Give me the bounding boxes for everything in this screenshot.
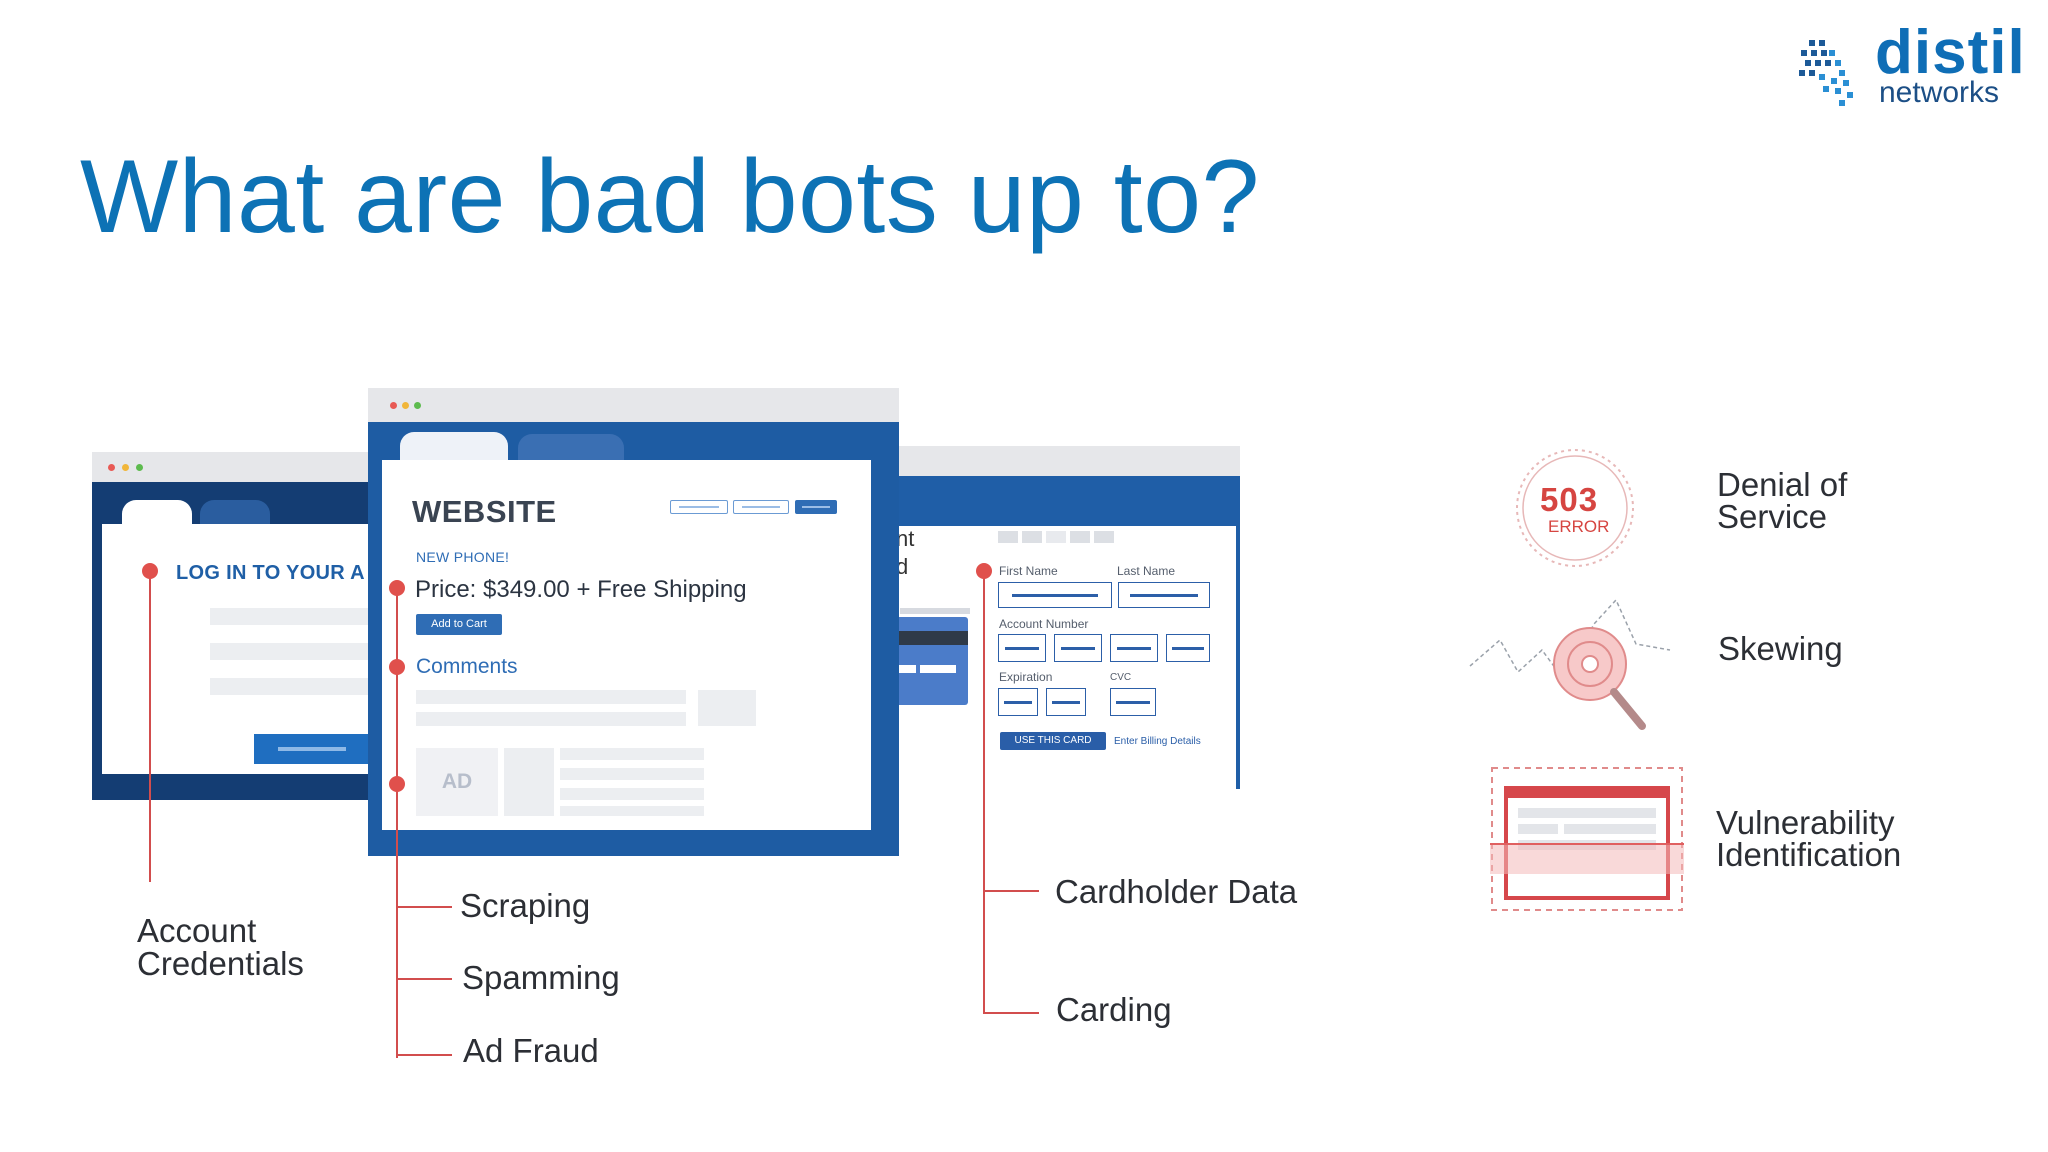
- website-brand: WEBSITE: [412, 494, 557, 529]
- first-name-field: [998, 582, 1112, 608]
- minimize-dot-icon: [402, 402, 409, 409]
- account-number-label: Account Number: [999, 617, 1089, 631]
- minimize-dot-icon: [122, 464, 129, 471]
- error-text: ERROR: [1548, 517, 1610, 536]
- ad-placeholder: AD: [416, 748, 498, 816]
- close-dot-icon: [390, 402, 397, 409]
- inactive-tab: [518, 434, 624, 460]
- ad-text-bar: [560, 748, 704, 760]
- label-service: Service: [1717, 498, 1828, 535]
- payment-window-illustration: [866, 446, 1240, 808]
- hotspot-dot: [142, 563, 158, 579]
- connector-tick: [396, 906, 452, 908]
- connector-tick: [396, 978, 452, 980]
- hotspot-dot: [976, 563, 992, 579]
- account-number-field: [998, 634, 1046, 662]
- last-name-field: [1118, 582, 1210, 608]
- window-title-bar: [368, 388, 899, 422]
- login-heading: LOG IN TO YOUR A: [176, 562, 365, 584]
- hotspot-dot: [389, 659, 405, 675]
- sign-in-button: [795, 500, 837, 514]
- use-card-button: USE THIS CARD: [1000, 732, 1106, 750]
- card-shadow: [900, 608, 970, 614]
- ad-text-bar: [560, 806, 704, 816]
- distil-diamond-dots-icon: [1799, 40, 1853, 106]
- billing-details-link: Enter Billing Details: [1114, 736, 1201, 747]
- nav-button: [733, 500, 789, 514]
- connector-line: [396, 588, 398, 1058]
- hotspot-dot: [389, 580, 405, 596]
- comment-placeholder-bar: [416, 690, 686, 704]
- ad-text-bar: [560, 768, 704, 780]
- comment-submit-placeholder: [698, 690, 756, 726]
- login-submit-button: [254, 734, 370, 764]
- window-title-bar: [866, 446, 1240, 476]
- input-placeholder-bar: [210, 678, 370, 695]
- ad-image-placeholder: [504, 748, 554, 816]
- label-cardholder-data: Cardholder Data: [1055, 873, 1298, 910]
- comment-placeholder-bar: [416, 712, 686, 726]
- active-tab: [400, 432, 508, 460]
- account-number-field: [1110, 634, 1158, 662]
- cvc-field: [1110, 688, 1156, 716]
- skewing-magnifier-chart-icon: [1469, 598, 1671, 730]
- nav-button: [670, 500, 728, 514]
- first-name-label: First Name: [999, 564, 1058, 578]
- label-credentials: Credentials: [137, 945, 304, 982]
- error-code: 503: [1540, 481, 1599, 518]
- expiration-month-field: [998, 688, 1038, 716]
- partial-text: d: [896, 554, 909, 579]
- label-carding: Carding: [1056, 991, 1172, 1028]
- input-placeholder-bar: [210, 608, 370, 625]
- add-to-cart-button: Add to Cart: [416, 614, 502, 635]
- comments-heading: Comments: [416, 655, 518, 678]
- connector-line: [983, 572, 985, 1014]
- close-dot-icon: [108, 464, 115, 471]
- connector-tick: [396, 1054, 452, 1056]
- product-tag: NEW PHONE!: [416, 549, 510, 565]
- active-tab: [122, 500, 192, 524]
- hotspot-dot: [389, 776, 405, 792]
- label-ad-fraud: Ad Fraud: [463, 1032, 599, 1069]
- ad-text-bar: [560, 788, 704, 800]
- error-503-icon: [1516, 449, 1634, 567]
- connector-tick: [983, 890, 1039, 892]
- card-brand-icons: [998, 531, 1122, 543]
- connector-line: [149, 570, 151, 882]
- maximize-dot-icon: [136, 464, 143, 471]
- input-placeholder-bar: [210, 643, 370, 660]
- product-price: Price: $349.00 + Free Shipping: [415, 576, 747, 603]
- label-denial-of: Denial of: [1717, 466, 1848, 503]
- last-name-label: Last Name: [1117, 564, 1176, 578]
- expiration-year-field: [1046, 688, 1086, 716]
- maximize-dot-icon: [414, 402, 421, 409]
- distil-networks-logo: distil networks: [1795, 22, 2025, 114]
- account-number-field: [1054, 634, 1102, 662]
- label-skewing: Skewing: [1718, 630, 1843, 667]
- label-identification: Identification: [1716, 836, 1902, 873]
- connector-tick: [983, 1012, 1039, 1014]
- cvc-label: CVC: [1110, 672, 1132, 683]
- window-body: [866, 476, 1240, 808]
- logo-subtitle: networks: [1879, 76, 2000, 109]
- account-number-field: [1166, 634, 1210, 662]
- label-spamming: Spamming: [462, 959, 620, 996]
- credit-card-icon: [890, 617, 968, 705]
- logo-name: distil: [1875, 18, 2026, 87]
- label-vulnerability: Vulnerability: [1716, 804, 1895, 841]
- slide-title: What are bad bots up to?: [80, 139, 1260, 255]
- expiration-label: Expiration: [999, 670, 1053, 684]
- label-account: Account: [137, 912, 257, 949]
- label-scraping: Scraping: [460, 887, 591, 924]
- inactive-tab: [200, 500, 270, 524]
- partial-text: nt: [896, 526, 915, 551]
- window-title-bar: [92, 452, 402, 482]
- vulnerability-scan-window-icon: [1490, 767, 1684, 911]
